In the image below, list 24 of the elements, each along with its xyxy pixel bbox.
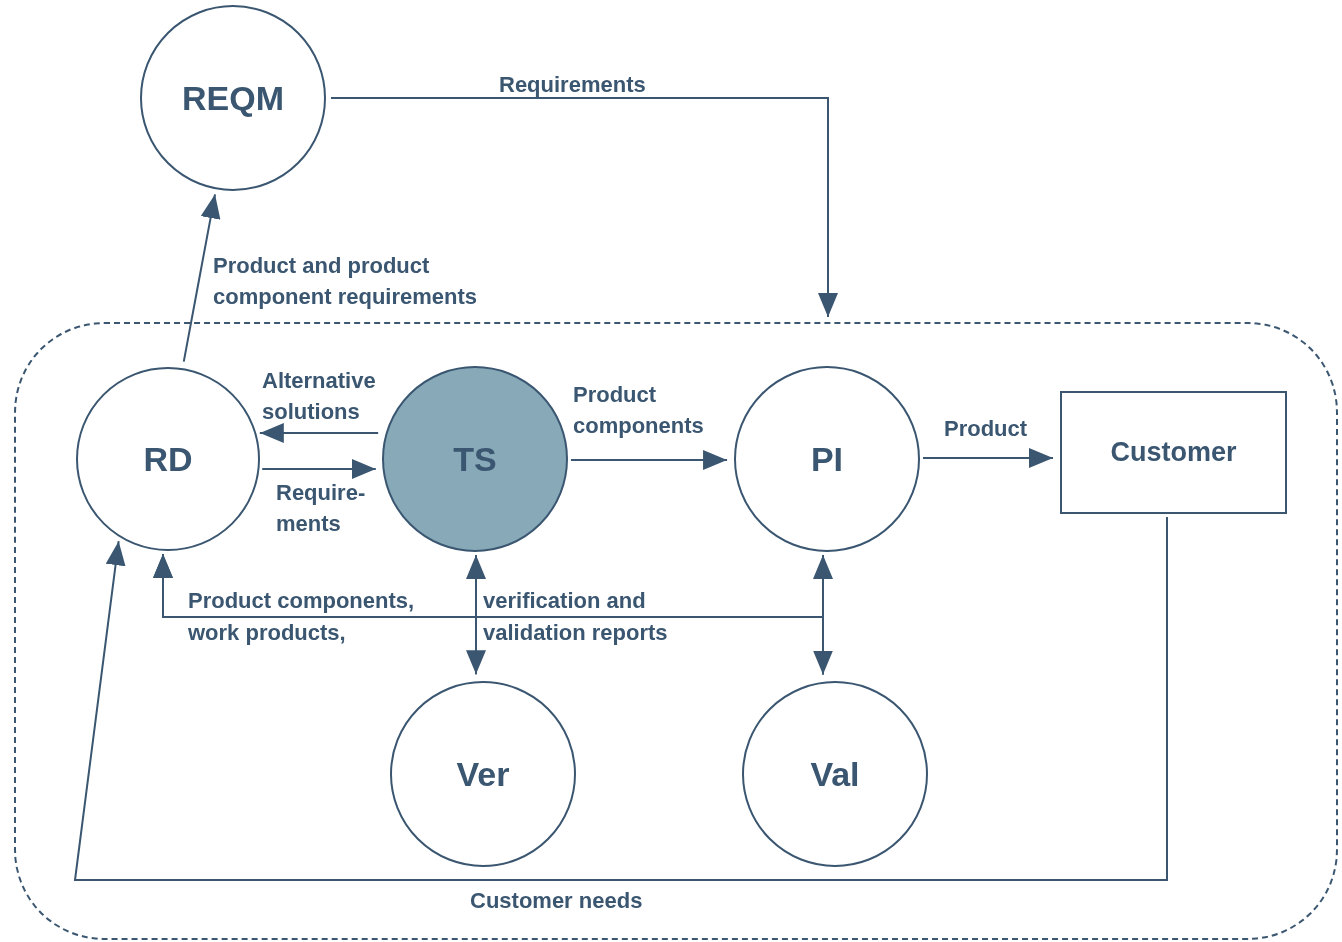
edge-label: Require-ments <box>276 479 367 538</box>
arrow <box>182 193 221 363</box>
boundary-region <box>14 322 1338 940</box>
arrow <box>330 97 838 318</box>
edge-label: Product components <box>573 381 705 440</box>
edge-label: Requirements <box>499 71 646 99</box>
entity-box <box>1060 391 1287 514</box>
edge-label: Customer needs <box>470 887 643 915</box>
edge-label: Product and product component requirements <box>213 252 479 311</box>
edge-label: Alternative solutions <box>262 367 377 426</box>
node-label: RD <box>143 439 193 479</box>
arrow <box>258 423 380 443</box>
node-label: Ver <box>456 754 510 794</box>
arrow <box>73 516 1168 881</box>
arrow <box>261 459 377 479</box>
node-label: TS <box>453 439 497 479</box>
node-label: Val <box>810 754 860 794</box>
arrow <box>569 450 729 470</box>
node-label: PI <box>810 439 844 479</box>
node-label: Customer <box>1110 437 1237 468</box>
node-label: REQM <box>182 78 284 118</box>
edge-label: Product components, work products, verification and validation reports <box>188 587 669 647</box>
arrow <box>922 448 1054 468</box>
edge-label: Product <box>944 415 1028 443</box>
